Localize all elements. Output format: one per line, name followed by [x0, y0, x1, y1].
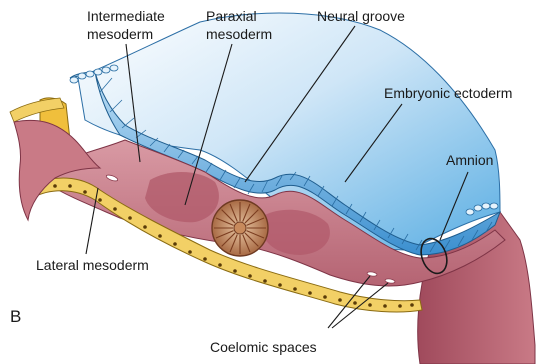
label-coelomic-spaces: Coelomic spaces	[210, 339, 317, 355]
label-intermediate-line2: mesoderm	[87, 26, 153, 42]
label-paraxial-line1: Paraxial	[206, 8, 257, 24]
endoderm-cell	[263, 279, 267, 283]
endoderm-cell	[128, 216, 132, 220]
label-lateral-mesoderm: Lateral mesoderm	[36, 257, 149, 273]
endoderm-cell	[98, 198, 102, 202]
endoderm-cell	[278, 283, 282, 287]
endoderm-cell	[410, 303, 414, 307]
endoderm-cell	[83, 190, 87, 194]
endoderm-cell	[233, 269, 237, 273]
endoderm-cell	[218, 263, 222, 267]
endoderm-cell	[368, 303, 372, 307]
endoderm-cell	[338, 298, 342, 302]
panel-label: B	[10, 307, 21, 326]
label-embryonic-ectoderm: Embryonic ectoderm	[384, 85, 512, 101]
endoderm-cell	[383, 304, 387, 308]
endoderm-cell	[293, 287, 297, 291]
notochord	[212, 200, 268, 256]
endoderm-cell	[143, 225, 147, 229]
endoderm-cell	[308, 291, 312, 295]
endoderm-cell	[248, 274, 252, 278]
label-neural-groove: Neural groove	[317, 8, 405, 24]
endoderm-cell	[203, 257, 207, 261]
label-intermediate-line1: Intermediate	[87, 8, 165, 24]
label-amnion: Amnion	[446, 152, 493, 168]
endoderm-cell	[173, 242, 177, 246]
endoderm-cell	[68, 184, 72, 188]
endoderm-cell	[398, 304, 402, 308]
endoderm-cell	[53, 184, 57, 188]
endoderm-cell	[188, 250, 192, 254]
label-paraxial-line2: mesoderm	[206, 26, 272, 42]
endoderm-cell	[353, 301, 357, 305]
endoderm-cell	[158, 234, 162, 238]
endoderm-cell	[323, 295, 327, 299]
endoderm-cell	[113, 207, 117, 211]
